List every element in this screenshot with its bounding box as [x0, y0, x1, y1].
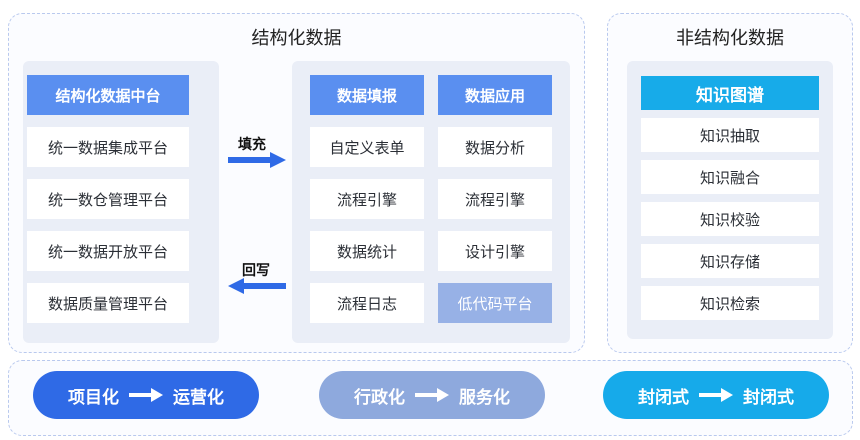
knowledge-item: 知识抽取: [641, 118, 819, 152]
platform-item: 统一数据集成平台: [27, 127, 189, 167]
data-reporting-header: 数据填报: [310, 75, 424, 115]
reporting-item: 自定义表单: [310, 127, 424, 167]
return-arrow-icon: [228, 278, 286, 294]
structured-data-panel: 结构化数据 结构化数据中台 统一数据集成平台 统一数仓管理平台 统一数据开放平台…: [8, 13, 585, 353]
knowledge-item: 知识存储: [641, 244, 819, 278]
application-item-highlighted: 低代码平台: [438, 283, 552, 323]
data-platform-header: 结构化数据中台: [27, 75, 189, 115]
transition-to: 封闭式: [743, 387, 794, 408]
transition-to: 服务化: [459, 387, 510, 408]
transition-from: 行政化: [354, 387, 405, 408]
knowledge-item: 知识融合: [641, 160, 819, 194]
knowledge-graph-group: 知识图谱 知识抽取 知识融合 知识校验 知识存储 知识检索: [627, 61, 833, 339]
transition-pill: 行政化 服务化: [319, 371, 545, 419]
right-arrow-icon: [129, 388, 163, 402]
application-item: 设计引擎: [438, 231, 552, 271]
application-item: 流程引擎: [438, 179, 552, 219]
transition-panel: 项目化 运营化 行政化 服务化 封闭式 封闭式: [8, 360, 853, 436]
fill-arrow-icon: [228, 152, 286, 168]
knowledge-graph-header: 知识图谱: [641, 76, 819, 110]
reporting-item: 数据统计: [310, 231, 424, 271]
unstructured-data-panel: 非结构化数据 知识图谱 知识抽取 知识融合 知识校验 知识存储 知识检索: [607, 13, 853, 353]
right-arrow-icon: [415, 388, 449, 402]
platform-item: 数据质量管理平台: [27, 283, 189, 323]
right-arrow-icon: [699, 388, 733, 402]
knowledge-item: 知识检索: [641, 286, 819, 320]
structured-data-title: 结构化数据: [251, 28, 342, 49]
platform-item: 统一数据开放平台: [27, 231, 189, 271]
data-platform-group: 结构化数据中台 统一数据集成平台 统一数仓管理平台 统一数据开放平台 数据质量管…: [23, 61, 219, 343]
reporting-item: 流程日志: [310, 283, 424, 323]
transition-to: 运营化: [173, 387, 224, 408]
knowledge-item: 知识校验: [641, 202, 819, 236]
unstructured-data-title: 非结构化数据: [676, 28, 784, 49]
fill-label: 填充: [238, 137, 266, 153]
transition-from: 项目化: [68, 387, 119, 408]
transition-from: 封闭式: [638, 387, 689, 408]
return-label: 回写: [242, 263, 270, 279]
application-item: 数据分析: [438, 127, 552, 167]
data-service-group: 数据填报 数据应用 自定义表单 流程引擎 数据统计 流程日志 数据分析 流程引擎…: [292, 61, 570, 343]
platform-item: 统一数仓管理平台: [27, 179, 189, 219]
reporting-item: 流程引擎: [310, 179, 424, 219]
data-application-header: 数据应用: [438, 75, 552, 115]
transition-pill: 封闭式 封闭式: [603, 371, 829, 419]
transition-pill: 项目化 运营化: [33, 371, 259, 419]
